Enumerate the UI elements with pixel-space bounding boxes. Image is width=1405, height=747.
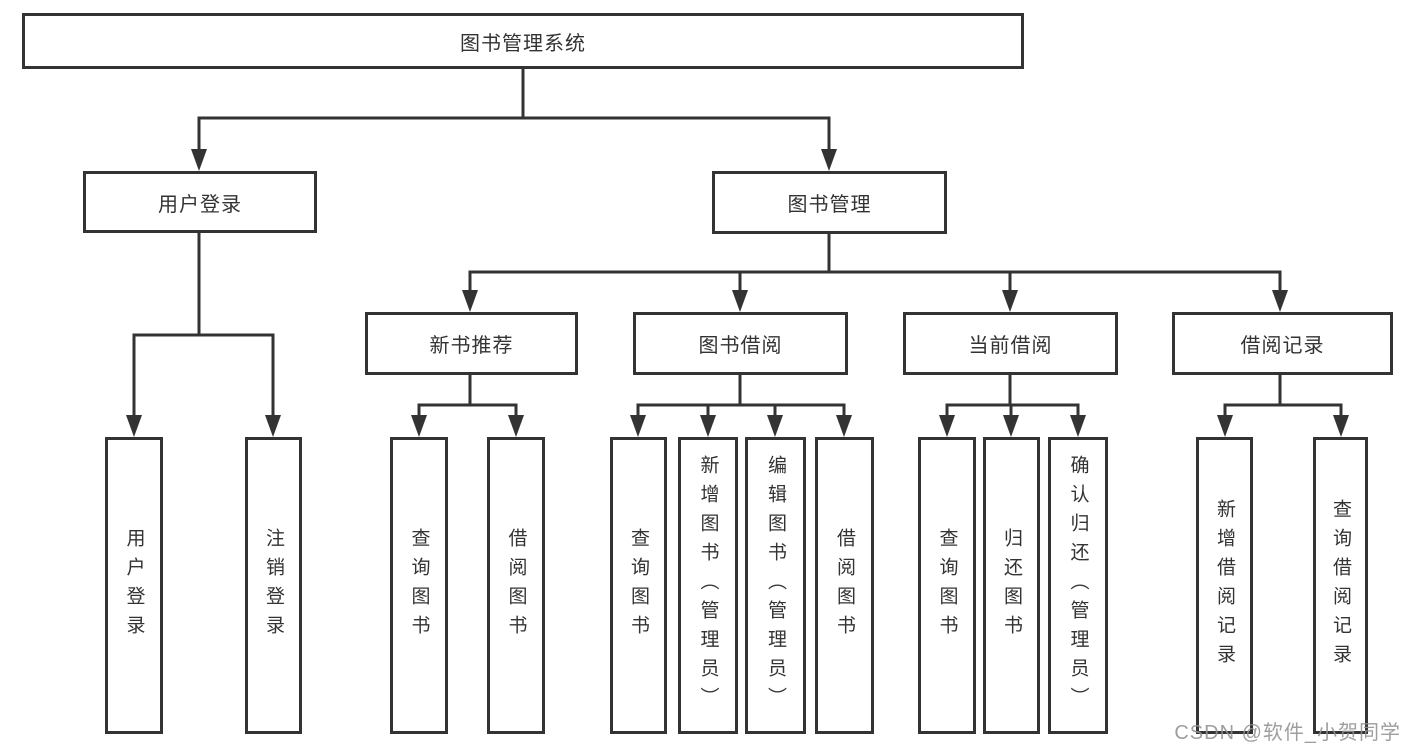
node-label: 图书管理系统: [460, 32, 586, 55]
leaf-label: 注销登录: [263, 527, 284, 644]
leaf-label: 查询图书: [936, 527, 958, 644]
node-current-borrow: 当前借阅: [903, 312, 1118, 375]
node-label: 图书借阅: [698, 335, 783, 357]
leaf-label: 编辑图书（管理员）: [765, 455, 786, 716]
node-new-book-recommend: 新书推荐: [365, 312, 578, 375]
leaf-label: 查询图书: [408, 527, 430, 644]
leaf-edit-books-admin: 编辑图书（管理员）: [745, 437, 806, 734]
leaf-return-books: 归还图书: [983, 437, 1040, 734]
leaf-label: 用户登录: [123, 527, 145, 644]
node-borrow-records: 借阅记录: [1172, 312, 1393, 375]
node-root: 图书管理系统: [22, 13, 1024, 69]
leaf-label: 借阅图书: [834, 527, 855, 644]
leaf-label: 归还图书: [1001, 527, 1022, 644]
leaf-label: 新增借阅记录: [1214, 498, 1235, 673]
leaf-label: 查询借阅记录: [1330, 498, 1351, 673]
leaf-borrow-books-recommend: 借阅图书: [487, 437, 545, 734]
leaf-query-books-current: 查询图书: [918, 437, 976, 734]
node-book-borrow: 图书借阅: [633, 312, 848, 375]
leaf-add-books-admin: 新增图书（管理员）: [678, 437, 738, 734]
leaf-label: 新增图书（管理员）: [697, 455, 719, 716]
leaf-label: 确认归还（管理员）: [1067, 455, 1089, 716]
node-label: 当前借阅: [968, 335, 1053, 357]
leaf-logout: 注销登录: [245, 437, 302, 734]
leaf-query-books-borrow: 查询图书: [610, 437, 667, 734]
watermark: CSDN @软件_小贺同学: [1174, 722, 1401, 744]
leaf-label: 借阅图书: [505, 527, 527, 644]
leaf-user-login: 用户登录: [105, 437, 163, 734]
node-label: 用户登录: [158, 193, 242, 216]
node-label: 图书管理: [787, 194, 872, 216]
node-user-login: 用户登录: [83, 171, 317, 233]
leaf-label: 查询图书: [628, 527, 649, 644]
node-label: 新书推荐: [429, 335, 514, 357]
leaf-query-borrow-record: 查询借阅记录: [1313, 437, 1368, 734]
node-book-management: 图书管理: [712, 171, 947, 234]
leaf-query-books-recommend: 查询图书: [390, 437, 448, 734]
leaf-borrow-books: 借阅图书: [815, 437, 874, 734]
leaf-confirm-return-admin: 确认归还（管理员）: [1048, 437, 1108, 734]
node-label: 借阅记录: [1240, 335, 1325, 357]
leaf-add-borrow-record: 新增借阅记录: [1196, 437, 1253, 734]
